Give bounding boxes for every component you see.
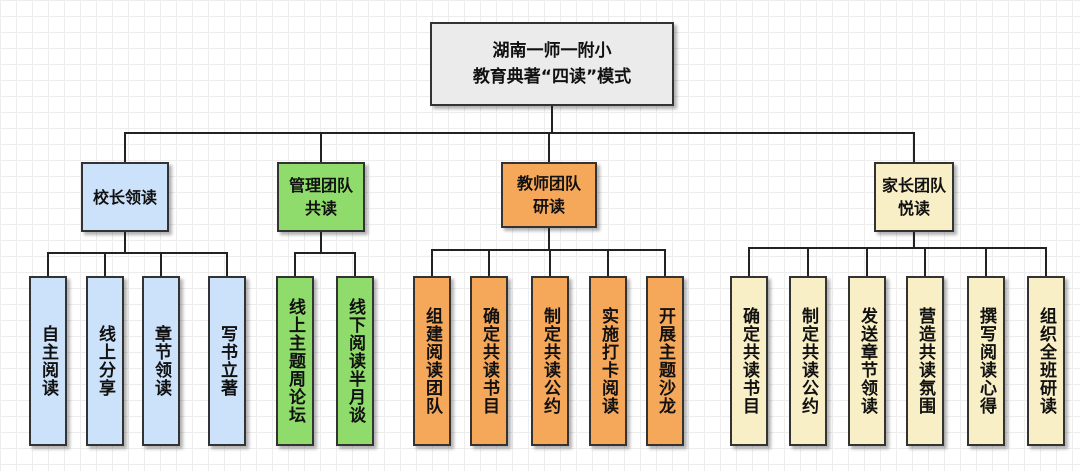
leaf-node-label: 章节领读	[151, 325, 171, 397]
leaf-node: 制定共读公约	[789, 276, 827, 446]
leaf-node: 自主阅读	[29, 276, 67, 446]
connector-leaf-bus-1	[294, 252, 356, 254]
connector-leaf-3-4	[985, 247, 987, 276]
connector-leaf-2-1	[488, 249, 490, 276]
connector-leaf-1-1	[354, 252, 356, 276]
connector-leaf-2-2	[549, 249, 551, 276]
connector-group-1	[320, 132, 322, 162]
leaf-node: 写书立著	[208, 276, 246, 446]
leaf-node-label: 撰写阅读心得	[976, 307, 996, 415]
connector-leaf-bus-2	[431, 249, 666, 251]
root-node: 湖南一师一附小 教育典著“四读”模式	[430, 22, 674, 106]
leaf-node-label: 确定共读书目	[739, 307, 759, 415]
leaf-node-label: 线上主题周论坛	[285, 298, 305, 424]
connector-leaf-0-3	[226, 252, 228, 276]
group-node-2: 管理团队 共读	[277, 162, 365, 232]
leaf-node-label: 确定共读书目	[479, 307, 499, 415]
leaf-node-label: 线上分享	[95, 325, 115, 397]
connector-leaf-bus-0	[47, 252, 228, 254]
leaf-node: 确定共读书目	[730, 276, 768, 446]
leaf-node: 开展主题沙龙	[646, 276, 684, 446]
connector-leaf-bus-3	[748, 247, 1047, 249]
connector-leaf-2-0	[431, 249, 433, 276]
leaf-node-label: 自主阅读	[38, 325, 58, 397]
leaf-node: 发送章节领读	[848, 276, 886, 446]
connector-leaf-2-3	[607, 249, 609, 276]
group-node-1: 校长领读	[81, 162, 169, 232]
leaf-node: 线下阅读半月谈	[336, 276, 374, 446]
leaf-node: 线上分享	[86, 276, 124, 446]
leaf-node-label: 实施打卡阅读	[598, 307, 618, 415]
leaf-node: 营造共读氛围	[906, 276, 944, 446]
connector-leaf-3-1	[807, 247, 809, 276]
connector-group-down-2	[548, 228, 550, 249]
leaf-node: 制定共读公约	[531, 276, 569, 446]
leaf-node: 章节领读	[142, 276, 180, 446]
connector-group-down-0	[124, 232, 126, 252]
connector-leaf-2-4	[664, 249, 666, 276]
leaf-node: 撰写阅读心得	[967, 276, 1005, 446]
leaf-node: 线上主题周论坛	[276, 276, 314, 446]
connector-leaf-0-0	[47, 252, 49, 276]
leaf-node-label: 组织全班研读	[1036, 307, 1056, 415]
connector-leaf-3-2	[866, 247, 868, 276]
leaf-node-label: 制定共读公约	[798, 307, 818, 415]
connector-leaf-3-0	[748, 247, 750, 276]
connector-root	[551, 106, 553, 132]
group-node-label: 管理团队 共读	[288, 176, 353, 218]
connector-group-2	[548, 132, 550, 162]
group-node-label: 教师团队 研读	[516, 174, 581, 216]
connector-group-3	[913, 132, 915, 162]
group-node-3: 教师团队 研读	[501, 162, 597, 228]
connector-group-down-3	[913, 232, 915, 247]
leaf-node: 组织全班研读	[1027, 276, 1065, 446]
leaf-node-label: 组建阅读团队	[422, 307, 442, 415]
connector-group-0	[124, 132, 126, 162]
connector-leaf-3-3	[924, 247, 926, 276]
leaf-node: 确定共读书目	[470, 276, 508, 446]
leaf-node-label: 营造共读氛围	[915, 307, 935, 415]
leaf-node-label: 开展主题沙龙	[655, 307, 675, 415]
connector-leaf-3-5	[1045, 247, 1047, 276]
root-node-label: 湖南一师一附小 教育典著“四读”模式	[472, 41, 632, 87]
connector-leaf-0-1	[104, 252, 106, 276]
connector-bus-top	[124, 132, 915, 134]
connector-group-down-1	[320, 232, 322, 252]
connector-leaf-0-2	[160, 252, 162, 276]
group-node-4: 家长团队 悦读	[874, 162, 954, 232]
leaf-node-label: 发送章节领读	[857, 307, 877, 415]
leaf-node-label: 制定共读公约	[540, 307, 560, 415]
connector-leaf-1-0	[294, 252, 296, 276]
leaf-node-label: 写书立著	[217, 325, 237, 397]
leaf-node: 实施打卡阅读	[589, 276, 627, 446]
group-node-label: 家长团队 悦读	[881, 176, 946, 218]
leaf-node: 组建阅读团队	[413, 276, 451, 446]
leaf-node-label: 线下阅读半月谈	[345, 298, 365, 424]
group-node-label: 校长领读	[92, 187, 157, 207]
